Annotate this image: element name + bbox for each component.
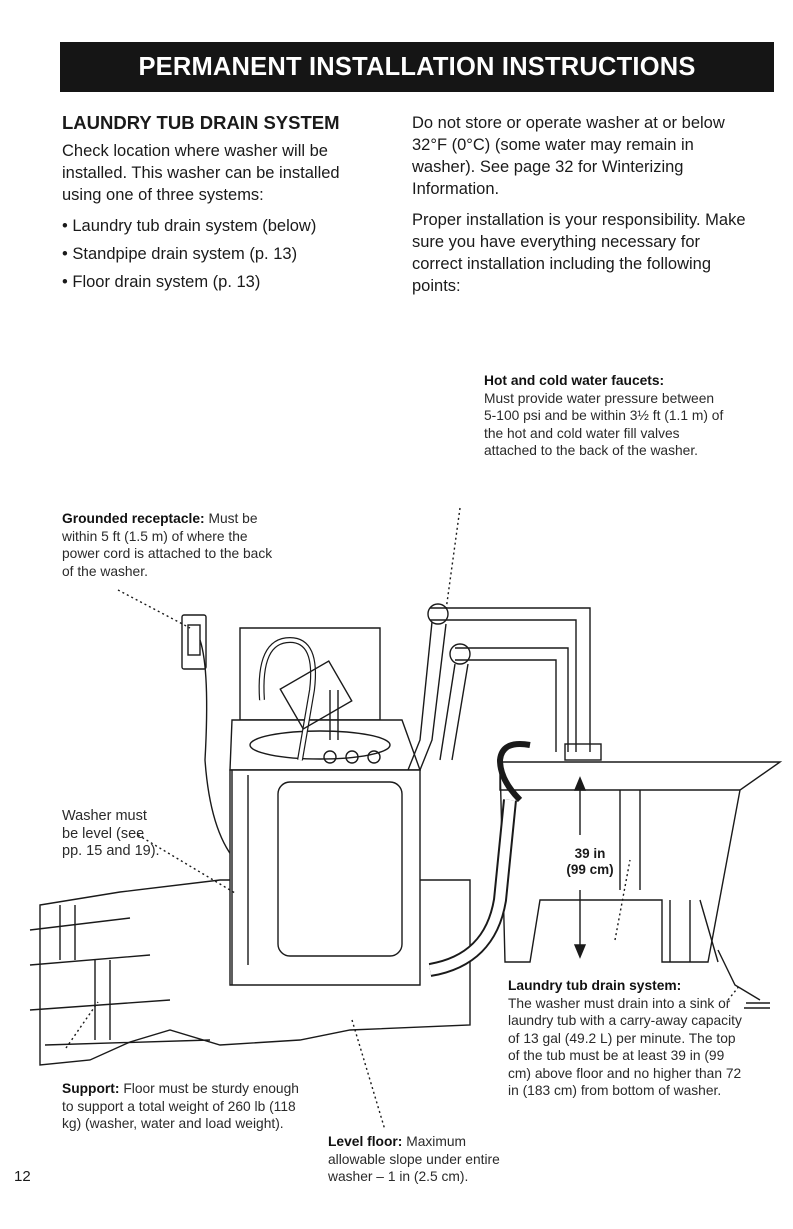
level-text: Washer must be level (see pp. 15 and 19)… <box>62 808 160 859</box>
level-callout: Washer must be level (see pp. 15 and 19)… <box>62 808 160 861</box>
banner-title: PERMANENT INSTALLATION INSTRUCTIONS <box>138 52 696 81</box>
list-item: Standpipe drain system (p. 13) <box>62 243 382 265</box>
section-heading: LAUNDRY TUB DRAIN SYSTEM <box>62 112 340 133</box>
page-number: 12 <box>14 1168 31 1185</box>
faucets-text: Must provide water pressure between 5-10… <box>484 390 724 459</box>
dimension-label: 39 in (99 cm) <box>550 846 630 878</box>
floor-callout: Level floor: Maximum allowable slope und… <box>328 1133 508 1186</box>
support-callout: Support: Floor must be sturdy enough to … <box>62 1080 300 1133</box>
tub-text: The washer must drain into a sink or lau… <box>508 995 742 1099</box>
faucets-callout: Hot and cold water faucets: Must provide… <box>484 372 724 460</box>
support-title: Support: <box>62 1081 120 1096</box>
page-banner: PERMANENT INSTALLATION INSTRUCTIONS <box>60 42 774 92</box>
responsibility-paragraph: Proper installation is your responsibili… <box>412 211 746 295</box>
intro-paragraph: Check location where washer will be inst… <box>62 142 340 204</box>
list-item: Floor drain system (p. 13) <box>62 271 382 293</box>
faucets-title: Hot and cold water faucets: <box>484 373 665 388</box>
left-column: LAUNDRY TUB DRAIN SYSTEM Check location … <box>62 112 382 299</box>
right-column: Do not store or operate washer at or bel… <box>412 112 752 306</box>
systems-list: Laundry tub drain system (below) Standpi… <box>62 215 382 293</box>
receptacle-title: Grounded receptacle: <box>62 511 205 526</box>
dimension-metric: (99 cm) <box>566 862 614 877</box>
receptacle-text: Must be within 5 ft (1.5 m) of where the… <box>62 511 273 579</box>
tub-callout: Laundry tub drain system: The washer mus… <box>508 977 746 1100</box>
tub-title: Laundry tub drain system: <box>508 978 682 993</box>
receptacle-callout: Grounded receptacle: Must be within 5 ft… <box>62 510 287 580</box>
support-text: Floor must be sturdy enough to support a… <box>62 1081 299 1131</box>
floor-title: Level floor: <box>328 1134 403 1149</box>
list-item: Laundry tub drain system (below) <box>62 215 382 237</box>
floor-text: Maximum allowable slope under entire was… <box>328 1134 500 1184</box>
storage-warning: Do not store or operate washer at or bel… <box>412 114 725 198</box>
dimension-value: 39 in <box>574 846 606 861</box>
